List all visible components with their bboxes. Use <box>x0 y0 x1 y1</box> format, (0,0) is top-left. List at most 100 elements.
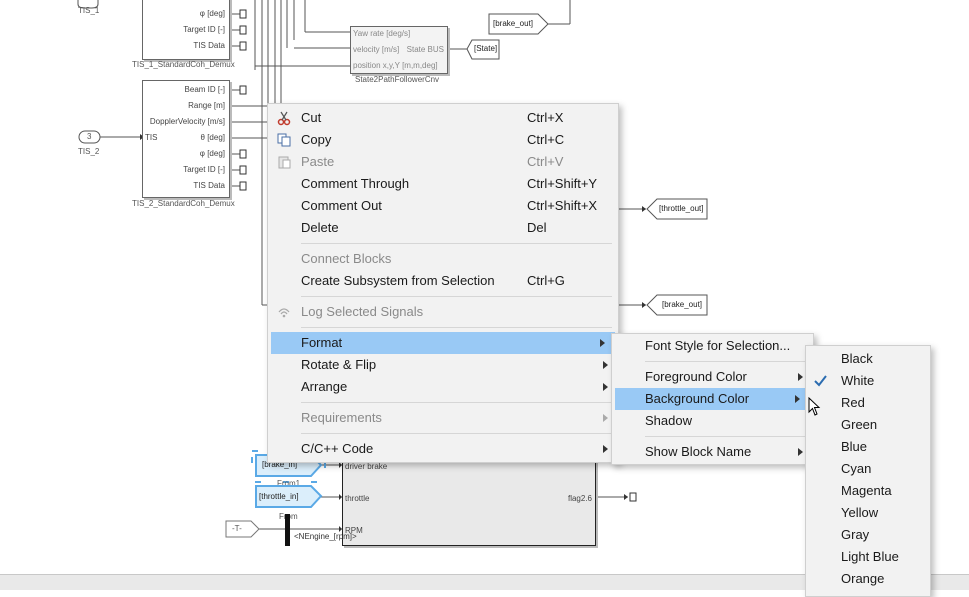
menu-item-font-style[interactable]: Font Style for Selection... <box>612 335 813 357</box>
format-submenu: Font Style for Selection... Foreground C… <box>611 333 814 465</box>
subsystem-port-1: throttle <box>345 494 370 503</box>
background-color-submenu: Black White Red Green Blue Cyan Magenta … <box>805 345 931 597</box>
nengine-label: <NEngine_[rpm]> <box>294 532 357 541</box>
menu-item-label: Log Selected Signals <box>301 304 424 319</box>
checkmark-icon <box>814 375 827 387</box>
menu-item-label: Font Style for Selection... <box>645 338 791 353</box>
menu-item-label: Format <box>301 335 343 350</box>
color-item-magenta[interactable]: Magenta <box>806 480 930 502</box>
menu-item-requirements[interactable]: Requirements <box>268 407 618 429</box>
menu-item-label: Comment Out <box>301 198 382 213</box>
menu-item-shadow[interactable]: Shadow <box>612 410 813 432</box>
menu-item-shortcut: Ctrl+Shift+X <box>527 198 598 213</box>
menu-item-label: Paste <box>301 154 335 169</box>
state2pathfollower-block[interactable]: Yaw rate [deg/s] velocity [m/s] position… <box>350 26 448 74</box>
menu-item-label: Light Blue <box>841 549 899 564</box>
menu-item-paste[interactable]: Paste Ctrl+V <box>268 151 618 173</box>
menu-item-code[interactable]: C/C++ Code <box>268 438 618 460</box>
tis2-demux-block[interactable]: TIS Beam ID [-] Range [m] DopplerVelocit… <box>142 80 230 198</box>
menu-item-label: Green <box>841 417 878 432</box>
goto-throttle-label: [throttle_out] <box>659 204 704 213</box>
menu-item-connect-blocks[interactable]: Connect Blocks <box>268 248 618 270</box>
tis1-demux-block[interactable]: φ [deg] Target ID [-] TIS Data <box>142 0 230 60</box>
goto-brake[interactable] <box>646 294 708 316</box>
menu-separator <box>645 361 807 362</box>
state-caption: State2PathFollowerCnv <box>355 75 440 84</box>
engine-subsystem-block[interactable]: driver brake throttle RPM flag2.6 <box>342 455 596 546</box>
menu-item-show-block-name[interactable]: Show Block Name <box>612 441 813 463</box>
state-port-2: position x,y,Y [m,m,deg] <box>353 61 438 70</box>
tis2-label: TIS_2 <box>78 147 100 156</box>
submenu-arrow-icon <box>603 445 608 453</box>
menu-separator <box>301 402 612 403</box>
submenu-arrow-icon <box>603 383 608 391</box>
submenu-arrow-icon <box>795 395 800 403</box>
color-item-light-blue[interactable]: Light Blue <box>806 546 930 568</box>
state-port-0: Yaw rate [deg/s] <box>353 29 411 38</box>
menu-item-foreground-color[interactable]: Foreground Color <box>612 366 813 388</box>
goto-throttle[interactable] <box>646 198 708 220</box>
color-item-white[interactable]: White <box>806 370 930 392</box>
goto-brake-top[interactable] <box>488 13 550 35</box>
const-t-block[interactable] <box>225 520 261 539</box>
menu-item-create-subsystem[interactable]: Create Subsystem from Selection Ctrl+G <box>268 270 618 292</box>
tis2-port-4: φ [deg] <box>199 149 225 158</box>
from-block[interactable] <box>251 484 327 514</box>
menu-item-label: Rotate & Flip <box>301 357 377 372</box>
status-bar <box>0 574 969 590</box>
tis1-demux-caption: TIS_1_StandardCoh_Demux <box>132 60 235 69</box>
tis2-port-3: θ [deg] <box>200 133 225 142</box>
menu-item-log-signals[interactable]: Log Selected Signals <box>268 301 618 323</box>
color-item-yellow[interactable]: Yellow <box>806 502 930 524</box>
goto-brake-label: [brake_out] <box>662 300 703 309</box>
color-item-black[interactable]: Black <box>806 348 930 370</box>
menu-item-shortcut: Ctrl+C <box>527 132 565 147</box>
color-item-red[interactable]: Red <box>806 392 930 414</box>
color-item-blue[interactable]: Blue <box>806 436 930 458</box>
menu-item-label: Delete <box>301 220 339 235</box>
tis1-label: TIS_1 <box>78 6 100 15</box>
menu-item-copy[interactable]: Copy Ctrl+C <box>268 129 618 151</box>
menu-item-shortcut: Ctrl+Shift+Y <box>527 176 598 191</box>
menu-item-label: Black <box>841 351 873 366</box>
subsystem-port-2: RPM <box>345 526 363 535</box>
menu-item-comment-through[interactable]: Comment Through Ctrl+Shift+Y <box>268 173 618 195</box>
signal-log-icon <box>278 308 290 318</box>
menu-separator <box>301 327 612 328</box>
menu-item-label: Orange <box>841 571 885 586</box>
state-port-1: velocity [m/s] <box>353 45 400 54</box>
color-item-green[interactable]: Green <box>806 414 930 436</box>
tis2-port-0: Beam ID [-] <box>184 85 225 94</box>
goto-brake-top-label: [brake_out] <box>493 19 534 28</box>
tis2-inport[interactable] <box>78 130 102 145</box>
menu-item-label: Comment Through <box>301 176 410 191</box>
color-item-orange[interactable]: Orange <box>806 568 930 590</box>
submenu-arrow-icon <box>603 361 608 369</box>
menu-item-shortcut: Ctrl+V <box>527 154 564 169</box>
color-item-cyan[interactable]: Cyan <box>806 458 930 480</box>
const-t-label: -T- <box>232 524 242 533</box>
tis1-port-0: φ [deg] <box>199 9 225 18</box>
copy-icon <box>277 133 291 147</box>
menu-item-background-color[interactable]: Background Color <box>615 388 810 410</box>
menu-item-label: Cut <box>301 110 322 125</box>
menu-item-label: Cyan <box>841 461 872 476</box>
tis2-port-2: DopplerVelocity [m/s] <box>149 117 225 126</box>
menu-item-label: Shadow <box>645 413 692 428</box>
menu-item-label: Blue <box>841 439 868 454</box>
menu-item-arrange[interactable]: Arrange <box>268 376 618 398</box>
color-item-gray[interactable]: Gray <box>806 524 930 546</box>
menu-item-cut[interactable]: Cut Ctrl+X <box>268 107 618 129</box>
menu-item-shortcut: Ctrl+G <box>527 273 565 288</box>
submenu-arrow-icon <box>798 448 803 456</box>
menu-item-rotate-flip[interactable]: Rotate & Flip <box>268 354 618 376</box>
menu-item-comment-out[interactable]: Comment Out Ctrl+Shift+X <box>268 195 618 217</box>
menu-item-delete[interactable]: Delete Del <box>268 217 618 239</box>
bus-selector[interactable] <box>285 514 290 546</box>
state-from-tag[interactable] <box>466 39 500 60</box>
menu-item-format[interactable]: Format <box>271 332 615 354</box>
tis2-inport-number: 3 <box>87 132 92 141</box>
state-from-tag-label: [State] <box>474 44 498 53</box>
